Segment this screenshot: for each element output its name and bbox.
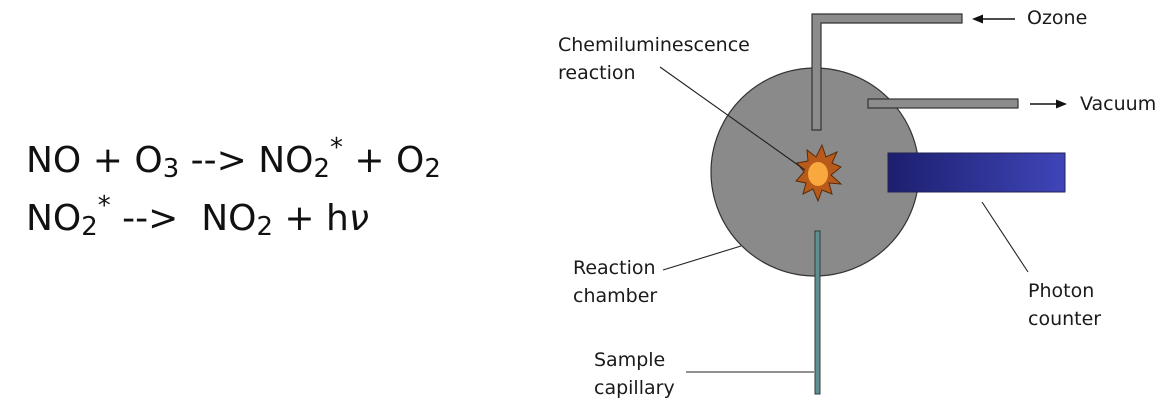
ozone-flow-arrow-icon xyxy=(972,14,1015,24)
subscript: 2 xyxy=(256,211,273,242)
equation-ozone-reaction: NO + O3 --> NO2* + O2 xyxy=(26,135,441,182)
chemiluminescence-reaction-label: Chemiluminescence reaction xyxy=(558,34,750,84)
reaction-arrow: --> xyxy=(190,140,247,181)
vacuum-flow-arrow-icon xyxy=(1030,99,1067,109)
reaction-arrow: --> xyxy=(122,198,179,239)
reaction-flash-core xyxy=(808,162,828,186)
excited-state-marker: * xyxy=(97,190,111,221)
sample-capillary-label: Sample capillary xyxy=(594,349,675,399)
subscript: 2 xyxy=(424,153,441,184)
subscript: 3 xyxy=(162,153,180,184)
sample-capillary xyxy=(814,230,821,395)
photon-counter-leader-line xyxy=(981,201,1029,273)
planck-constant: h xyxy=(326,198,349,239)
vacuum-outlet-tube xyxy=(867,98,1019,109)
species-excited-no2: NO xyxy=(258,140,314,181)
ozone-label: Ozone xyxy=(1027,7,1088,29)
frequency-symbol: ν xyxy=(348,198,369,239)
chamber-leader-line xyxy=(662,245,742,271)
plus-sign: + xyxy=(354,140,385,181)
species-no2: NO xyxy=(201,198,257,239)
chemiluminescence-leader-line xyxy=(659,66,806,171)
plus-sign: + xyxy=(92,140,123,181)
vacuum-label: Vacuum xyxy=(1080,93,1157,115)
species-oxygen: O xyxy=(396,140,425,181)
plus-sign: + xyxy=(284,198,315,239)
reaction-equations: NO + O3 --> NO2* + O2 NO2* --> NO2 + hν xyxy=(26,135,441,240)
photon-counter xyxy=(887,152,1066,193)
excited-state-marker: * xyxy=(329,132,343,163)
photon-counter-label: Photon counter xyxy=(1028,280,1102,330)
species-excited-no2: NO xyxy=(26,198,82,239)
species-ozone: O xyxy=(134,140,163,181)
subscript: 2 xyxy=(81,211,98,242)
subscript: 2 xyxy=(313,153,330,184)
equation-emission: NO2* --> NO2 + hν xyxy=(26,193,441,240)
species-no: NO xyxy=(26,140,82,181)
ozone-inlet-tube xyxy=(811,13,963,131)
reaction-chamber-label: Reaction chamber xyxy=(573,257,658,307)
